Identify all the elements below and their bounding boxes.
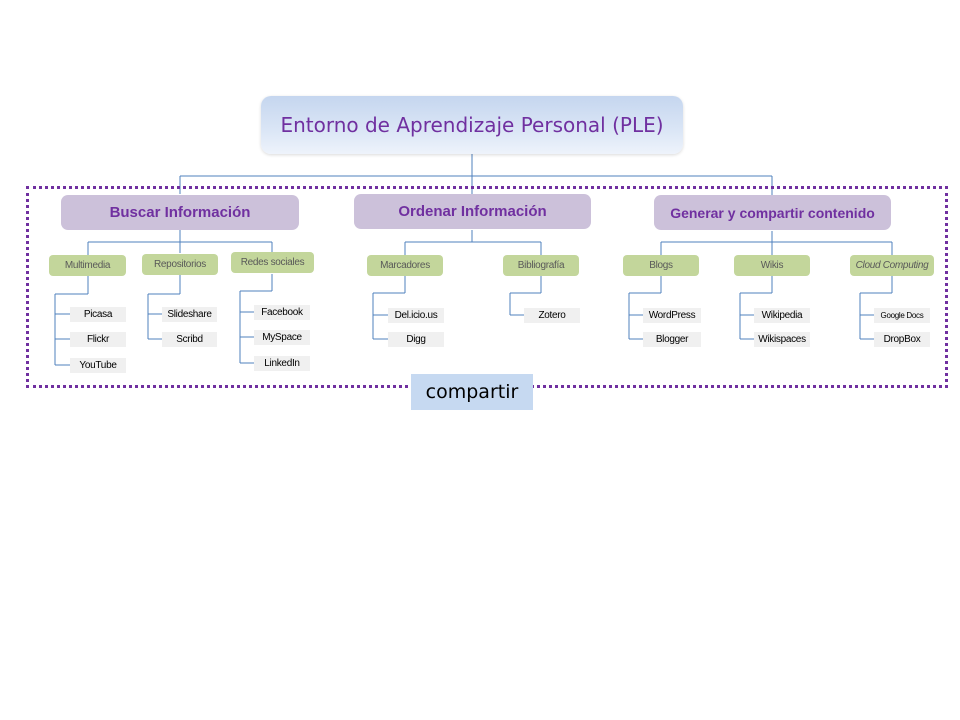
leaf-delicious: Del.icio.us <box>388 308 444 323</box>
sub-wikis: Wikis <box>734 255 810 276</box>
category-generar: Generar y compartir contenido <box>654 195 891 230</box>
root-node: Entorno de Aprendizaje Personal (PLE) <box>261 96 683 154</box>
sub-blogs: Blogs <box>623 255 699 276</box>
leaf-facebook: Facebook <box>254 305 310 320</box>
leaf-wikispaces: Wikispaces <box>754 332 810 347</box>
leaf-dropbox: DropBox <box>874 332 930 347</box>
leaf-myspace: MySpace <box>254 330 310 345</box>
sub-repositorios: Repositorios <box>142 254 218 275</box>
leaf-wikipedia: Wikipedia <box>754 308 810 323</box>
sub-bibliografia: Bibliografía <box>503 255 579 276</box>
leaf-blogger: Blogger <box>643 332 701 347</box>
sub-marcadores: Marcadores <box>367 255 443 276</box>
leaf-scribd: Scribd <box>162 332 217 347</box>
leaf-wordpress: WordPress <box>643 308 701 323</box>
sub-multimedia: Multimedia <box>49 255 126 276</box>
sub-redes-sociales: Redes sociales <box>231 252 314 273</box>
sub-cloud-computing: Cloud Computing <box>850 255 934 276</box>
leaf-digg: Digg <box>388 332 444 347</box>
category-buscar: Buscar Información <box>61 195 299 230</box>
leaf-flickr: Flickr <box>70 332 126 347</box>
leaf-google-docs: Google Docs <box>874 308 930 323</box>
leaf-youtube: YouTube <box>70 358 126 373</box>
share-label: compartir <box>411 374 533 410</box>
leaf-zotero: Zotero <box>524 308 580 323</box>
leaf-slideshare: Slideshare <box>162 307 217 322</box>
category-ordenar: Ordenar Información <box>354 194 591 229</box>
leaf-linkedin: LinkedIn <box>254 356 310 371</box>
leaf-picasa: Picasa <box>70 307 126 322</box>
